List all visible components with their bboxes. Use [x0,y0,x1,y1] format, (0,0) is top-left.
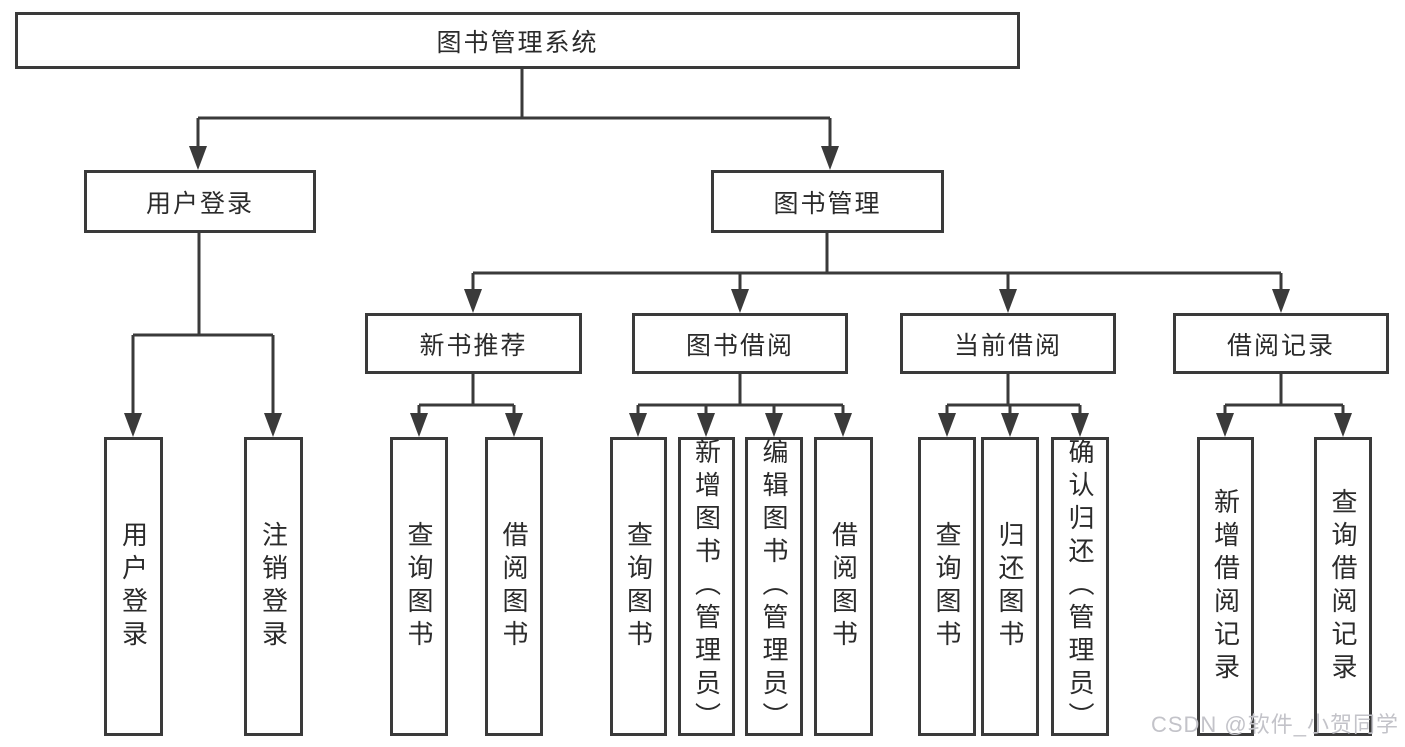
node-user-login: 用户登录 [84,170,316,233]
node-current-query-books: 查询图书 [918,437,976,736]
node-recommend-query-books: 查询图书 [390,437,448,736]
node-borrowing-add-books-admin-label: 新增图书（管理员） [691,438,722,735]
node-book-management: 图书管理 [711,170,944,233]
node-book-borrowing-label: 图书借阅 [685,331,794,360]
watermark-text: CSDN @软件_小贺同学 [1150,712,1399,737]
node-new-book-recommendation-label: 新书推荐 [419,331,528,360]
node-current-confirm-return-admin-label: 确认归还（管理员） [1065,438,1095,735]
node-root: 图书管理系统 [15,12,1020,69]
node-records-query-record: 查询借阅记录 [1314,437,1372,736]
node-borrowing-query-books: 查询图书 [610,437,667,736]
node-borrowing-records: 借阅记录 [1173,313,1389,374]
node-records-query-record-label: 查询借阅记录 [1328,487,1358,686]
node-current-return-books-label: 归还图书 [995,520,1025,653]
node-user-login-label: 用户登录 [145,189,254,218]
node-current-return-books: 归还图书 [981,437,1039,736]
node-recommend-borrow-books-label: 借阅图书 [499,520,529,653]
node-borrowing-query-books-label: 查询图书 [623,520,654,653]
node-borrowing-borrow-books-label: 借阅图书 [828,520,859,653]
node-book-management-label: 图书管理 [773,189,882,218]
node-borrowing-edit-books-admin-label: 编辑图书（管理员） [759,438,789,735]
node-current-confirm-return-admin: 确认归还（管理员） [1051,437,1109,736]
node-leaf-logout: 注销登录 [244,437,303,736]
node-borrowing-add-books-admin: 新增图书（管理员） [678,437,735,736]
node-borrowing-borrow-books: 借阅图书 [814,437,873,736]
node-recommend-query-books-label: 查询图书 [404,520,434,653]
node-current-query-books-label: 查询图书 [932,520,962,653]
node-current-borrowing: 当前借阅 [900,313,1116,374]
node-book-borrowing: 图书借阅 [632,313,848,374]
node-new-book-recommendation: 新书推荐 [365,313,582,374]
node-root-label: 图书管理系统 [436,28,599,57]
node-borrowing-records-label: 借阅记录 [1226,331,1335,360]
node-leaf-user-login: 用户登录 [104,437,163,736]
node-current-borrowing-label: 当前借阅 [953,331,1062,360]
node-leaf-user-login-label: 用户登录 [118,520,149,653]
arrowheads [124,146,1352,437]
node-borrowing-edit-books-admin: 编辑图书（管理员） [745,437,803,736]
node-records-add-record-label: 新增借阅记录 [1210,487,1241,686]
connector-paths [131,69,1345,417]
node-records-add-record: 新增借阅记录 [1197,437,1254,736]
node-leaf-logout-label: 注销登录 [258,520,289,653]
node-recommend-borrow-books: 借阅图书 [485,437,543,736]
